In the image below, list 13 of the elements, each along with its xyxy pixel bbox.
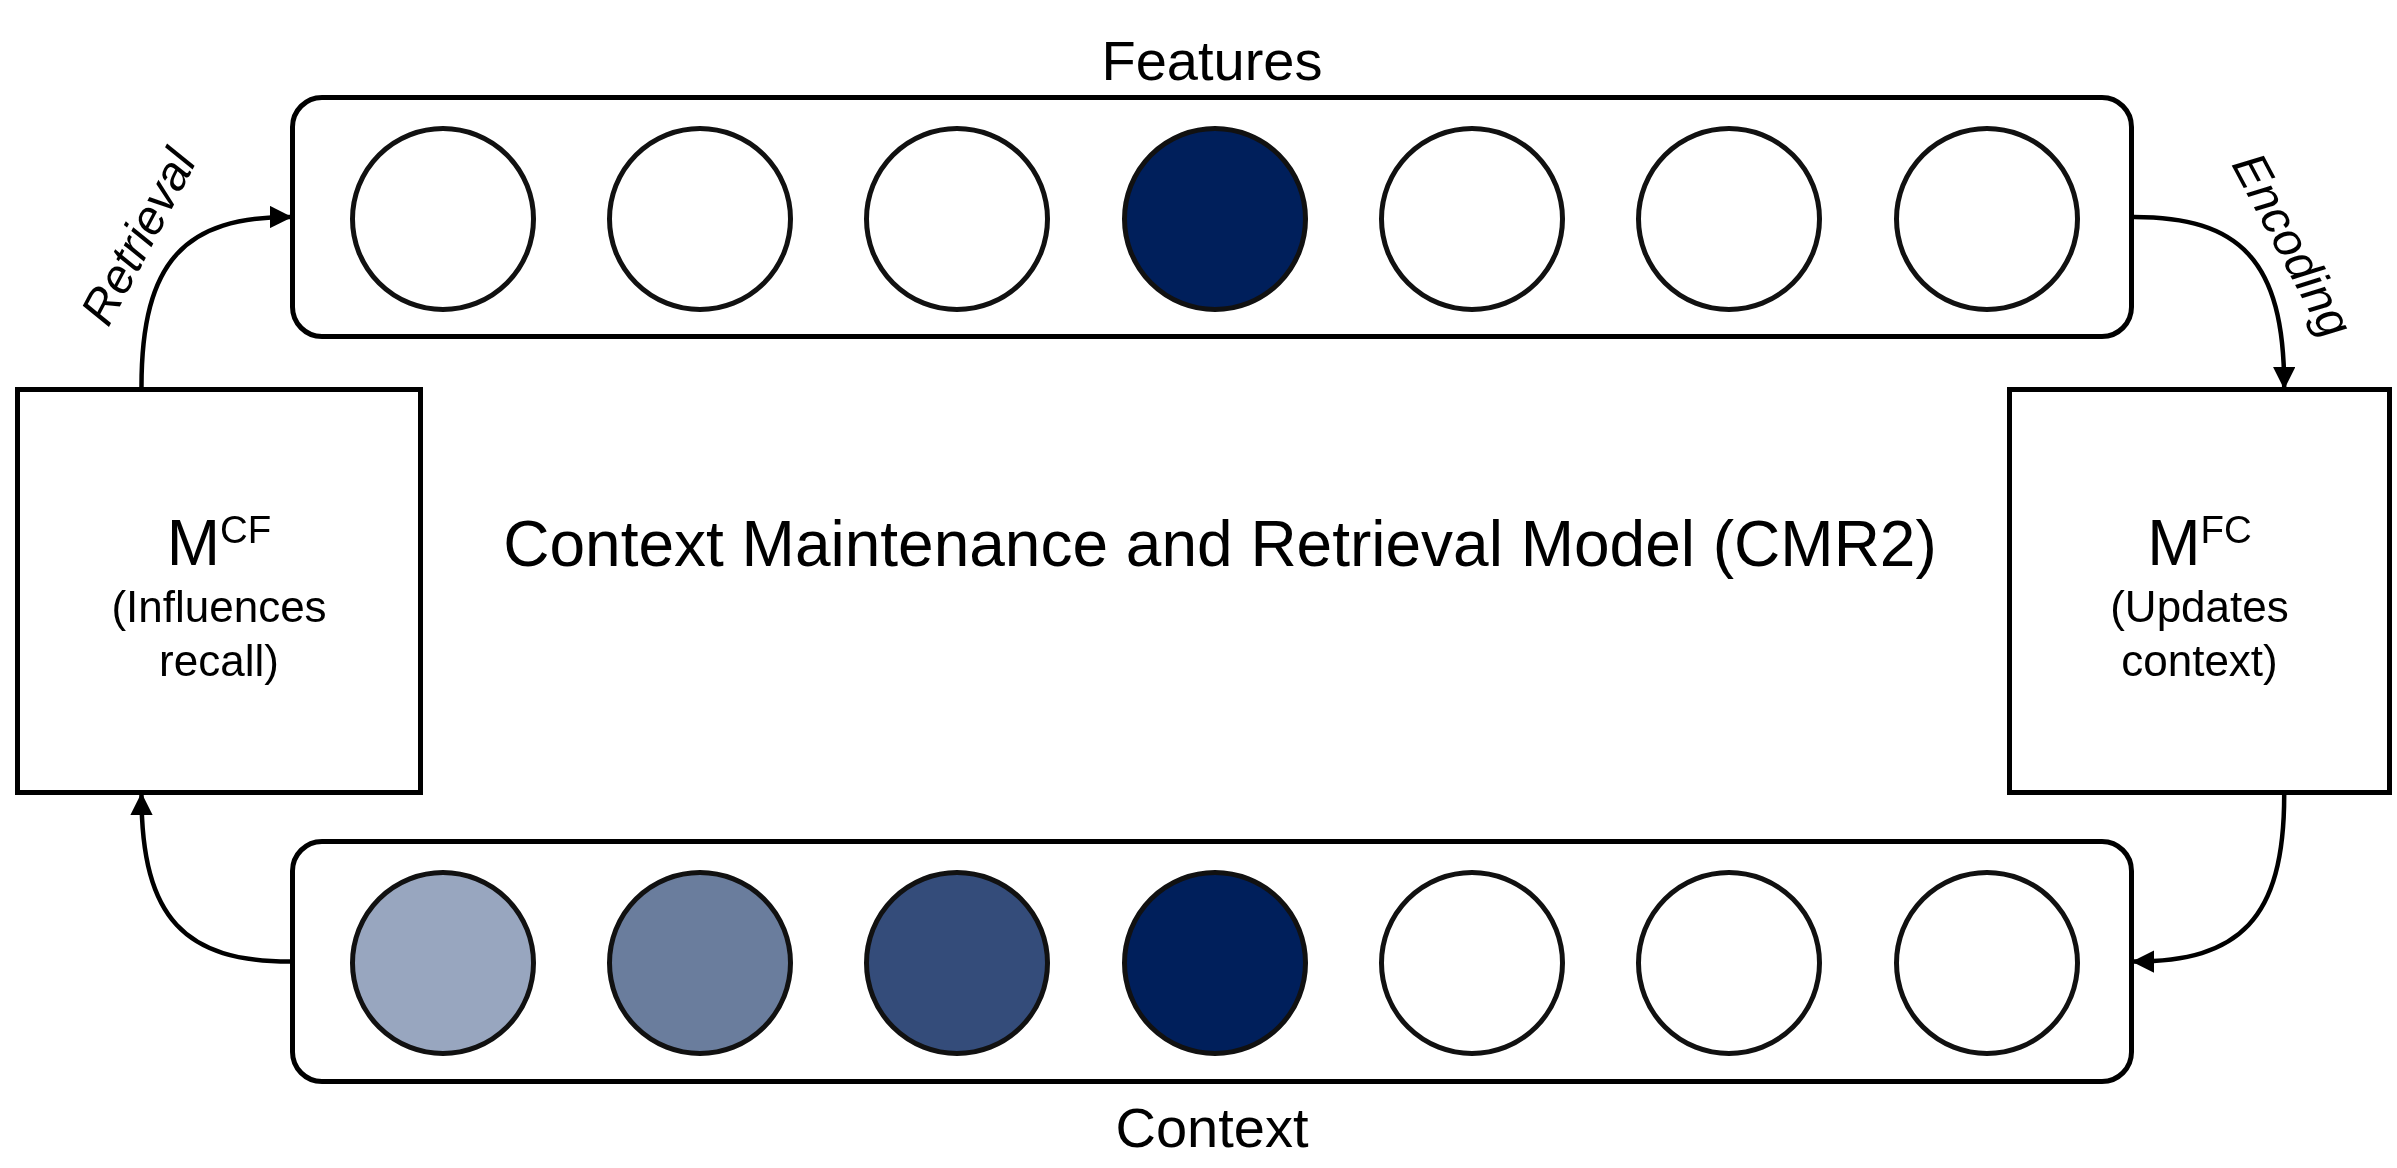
matrix-symbol: M$^{FC}$ bbox=[2147, 506, 2252, 580]
curved-arrow bbox=[139, 206, 293, 388]
model-title: Context Maintenance and Retrieval Model (CMR2) bbox=[502, 507, 1938, 582]
matrix-box bbox=[15, 387, 423, 795]
matrix-description: (Updates context) bbox=[2109, 580, 2290, 687]
curved-arrow bbox=[2133, 214, 2295, 390]
curved-arrow bbox=[130, 792, 291, 964]
curved-arrow bbox=[2131, 794, 2287, 972]
layer-heading: Features bbox=[1100, 30, 1324, 92]
layer-heading: Context bbox=[1114, 1097, 1310, 1159]
matrix-symbol: M$^{CF}$ bbox=[166, 506, 272, 580]
matrix-box bbox=[2007, 387, 2392, 795]
matrix-description: (Influences recall) bbox=[110, 580, 328, 687]
